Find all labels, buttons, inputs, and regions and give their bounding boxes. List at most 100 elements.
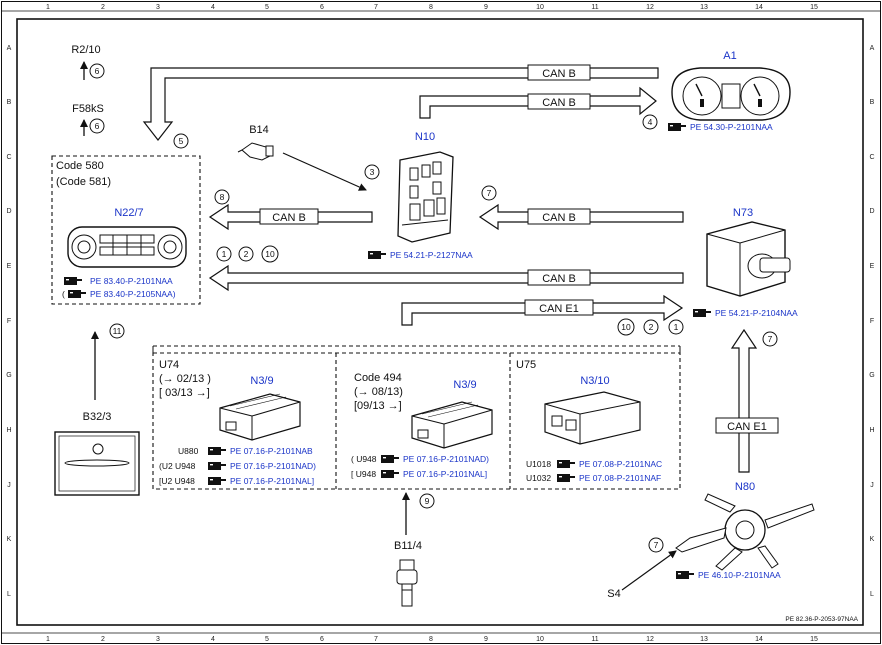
svg-text:J: J — [7, 482, 11, 489]
svg-text:N3/9: N3/9 — [250, 375, 273, 387]
svg-text:12: 12 — [646, 636, 654, 643]
svg-text:7: 7 — [374, 4, 378, 11]
climate-control-panel-image — [67, 226, 187, 268]
svg-text:( U948: ( U948 — [351, 454, 377, 464]
svg-text:1: 1 — [222, 249, 227, 259]
n80-steering-column-image — [675, 493, 815, 571]
svg-text:15: 15 — [810, 4, 818, 11]
n10-module-image — [397, 151, 454, 243]
svg-text:7: 7 — [768, 334, 773, 344]
svg-text:(U2 U948: (U2 U948 — [159, 461, 196, 471]
document-ref: PE 82.36-P-2053-97NAA — [785, 616, 858, 623]
svg-text:8: 8 — [429, 4, 433, 11]
svg-text:1: 1 — [46, 636, 50, 643]
svg-text:2: 2 — [101, 636, 105, 643]
svg-text:6: 6 — [320, 636, 324, 643]
svg-text:F: F — [870, 318, 874, 325]
can-b-bus-long: CAN B — [208, 264, 684, 292]
svg-text:8: 8 — [220, 192, 225, 202]
svg-text:10: 10 — [536, 4, 544, 11]
ref-n73: PE 54.21-P-2104NAA — [715, 308, 798, 318]
svg-text:U880: U880 — [178, 446, 199, 456]
svg-text:2: 2 — [649, 322, 654, 332]
svg-text:(: ( — [62, 289, 65, 299]
label-b32: B32/3 — [83, 411, 112, 423]
grid-columns-top: 1 2 3 4 5 6 7 8 9 10 11 12 13 14 15 — [46, 4, 818, 11]
svg-text:[ U948: [ U948 — [351, 469, 376, 479]
svg-text:CAN B: CAN B — [542, 97, 576, 109]
svg-text:6: 6 — [320, 4, 324, 11]
svg-text:14: 14 — [755, 4, 763, 11]
svg-text:CAN B: CAN B — [542, 273, 576, 285]
svg-text:11: 11 — [113, 326, 122, 336]
svg-text:12: 12 — [646, 4, 654, 11]
svg-text:[ 03/13 →]: [ 03/13 →] — [159, 387, 210, 399]
svg-text:PE 07.16-P-2101NAD): PE 07.16-P-2101NAD) — [230, 461, 316, 471]
svg-text:CAN B: CAN B — [272, 212, 306, 224]
svg-text:5: 5 — [265, 636, 269, 643]
svg-text:(→ 02/13 ): (→ 02/13 ) — [159, 373, 211, 385]
label-n10: N10 — [415, 131, 435, 143]
svg-text:C: C — [869, 154, 874, 161]
svg-text:15: 15 — [810, 636, 818, 643]
svg-text:4: 4 — [211, 4, 215, 11]
svg-text:PE 07.16-P-2101NAL]: PE 07.16-P-2101NAL] — [230, 476, 314, 486]
svg-text:PE 07.16-P-2101NAB: PE 07.16-P-2101NAB — [230, 446, 313, 456]
label-n22: N22/7 — [114, 207, 143, 219]
svg-text:F: F — [7, 318, 11, 325]
svg-text:N3/9: N3/9 — [453, 379, 476, 391]
code580-box — [51, 155, 201, 305]
n310-ecu-image — [544, 391, 641, 445]
svg-text:10: 10 — [536, 636, 544, 643]
svg-text:4: 4 — [211, 636, 215, 643]
frame-inner — [16, 18, 864, 626]
svg-text:PE 07.08-P-2101NAF: PE 07.08-P-2101NAF — [579, 473, 661, 483]
svg-text:B: B — [870, 99, 875, 106]
svg-text:K: K — [870, 536, 875, 543]
svg-text:[09/13 →]: [09/13 →] — [354, 400, 402, 412]
ecu-group-box — [152, 352, 681, 490]
ref-n10: PE 54.21-P-2127NAA — [390, 250, 473, 260]
svg-text:E: E — [7, 263, 12, 270]
svg-text:A: A — [7, 45, 12, 52]
svg-text:(Code 581): (Code 581) — [56, 176, 111, 188]
label-b14: B14 — [249, 124, 269, 136]
n39-ecu-image-a — [219, 393, 301, 441]
grid-rows-left: A B C D E F G H J K L — [6, 45, 11, 598]
label-f58ks: F58kS — [72, 103, 104, 115]
svg-text:H: H — [869, 427, 874, 434]
svg-text:B: B — [7, 99, 12, 106]
svg-text:3: 3 — [370, 167, 375, 177]
svg-text:4: 4 — [648, 117, 653, 127]
svg-text:G: G — [869, 372, 874, 379]
svg-text:N3/10: N3/10 — [580, 375, 609, 387]
svg-text:3: 3 — [156, 636, 160, 643]
svg-text:K: K — [7, 536, 12, 543]
svg-text:10: 10 — [621, 322, 631, 332]
svg-text:D: D — [6, 208, 11, 215]
svg-text:9: 9 — [484, 636, 488, 643]
can-e1-bus: CAN E1 — [401, 294, 684, 326]
svg-text:CAN B: CAN B — [542, 212, 576, 224]
svg-text:E: E — [870, 263, 875, 270]
svg-text:9: 9 — [425, 496, 430, 506]
svg-text:PE 07.16-P-2101NAL]: PE 07.16-P-2101NAL] — [403, 469, 487, 479]
label-r2-10: R2/10 — [71, 44, 100, 56]
svg-text:J: J — [870, 482, 874, 489]
svg-text:PE 07.16-P-2101NAD): PE 07.16-P-2101NAD) — [403, 454, 489, 464]
grid-columns-bottom: 1 2 3 4 5 6 7 8 9 10 11 12 13 14 15 — [46, 636, 818, 643]
svg-text:5: 5 — [265, 4, 269, 11]
svg-text:CAN E1: CAN E1 — [539, 303, 579, 315]
a1-instrument-cluster-image — [671, 67, 791, 121]
svg-text:CAN B: CAN B — [542, 68, 576, 80]
svg-text:10: 10 — [265, 249, 275, 259]
callout-n22-in: 5 — [179, 136, 184, 146]
svg-text:1: 1 — [46, 4, 50, 11]
label-u75: U75 — [516, 359, 536, 371]
svg-text:13: 13 — [700, 4, 708, 11]
svg-text:7: 7 — [374, 636, 378, 643]
b14-sensor-image — [237, 142, 274, 161]
label-code494: Code 494 — [354, 372, 402, 384]
